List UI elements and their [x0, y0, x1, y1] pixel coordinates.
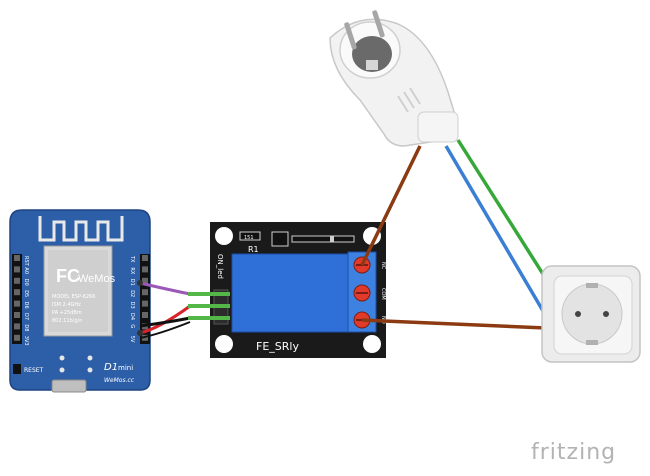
led-label: ON_led	[216, 254, 224, 279]
right-pin-label-pad	[142, 277, 148, 284]
left-pin-label-pad	[14, 334, 20, 341]
wire-black-gnd-2	[139, 321, 191, 339]
right-pin-label-pad	[142, 255, 148, 261]
left-pin-label-a0: A0	[23, 267, 29, 274]
left-pin-label-pad	[14, 266, 20, 273]
terminal-label-com: COM	[380, 288, 386, 300]
reset-label: RESET	[24, 367, 44, 374]
right-pin-label-pad	[142, 266, 148, 273]
left-pin-label-3v3: 3V3	[23, 336, 29, 346]
left-pin-label-d6: D6	[23, 302, 29, 309]
left-pin-label-d7: D7	[23, 313, 29, 320]
left-pin-header	[12, 254, 22, 344]
board-model-mini: mini	[118, 364, 133, 372]
chip-logo: FC	[56, 266, 80, 286]
mount-hole-br	[363, 335, 381, 353]
right-pin-label-pad	[142, 289, 148, 296]
relay-body	[231, 253, 351, 333]
left-pin-label-pad	[14, 323, 20, 330]
usb-connector	[51, 379, 87, 393]
mount-hole-bl	[215, 335, 233, 353]
relay-module[interactable]: 151 R1 ON_led	[210, 222, 386, 358]
terminal-label-nc: NC	[380, 262, 386, 270]
wire-brown-plug-nc	[360, 145, 422, 266]
left-pin-label-d5: D5	[23, 290, 29, 297]
resistor-r1: 151	[239, 231, 261, 241]
left-pin-label-pad	[14, 289, 20, 296]
board-site: WeMos.cc	[104, 377, 135, 384]
wifi-antenna-icon	[38, 216, 124, 242]
r1-label: R1	[248, 245, 259, 254]
left-pin-label-d0: D0	[23, 279, 29, 286]
wire-blue-plug-socket	[444, 145, 548, 317]
right-pin-label-rx: RX	[129, 267, 135, 274]
left-pin-label-pad	[14, 277, 20, 284]
wemos-d1-mini-board[interactable]: FC WeMos MODEL ESP-8266 ISM 2.4GHz PA +2…	[9, 209, 151, 393]
fritzing-logo: fritzing	[531, 440, 616, 465]
schuko-plug-icon[interactable]	[329, 10, 459, 147]
esp8266-module: FC WeMos MODEL ESP-8266 ISM 2.4GHz PA +2…	[43, 245, 116, 337]
wire-brown-no-socket	[361, 318, 547, 330]
right-pin-label-g: G	[129, 324, 135, 328]
chip-brand: WeMos	[78, 273, 116, 285]
mains-wires	[360, 139, 550, 330]
right-pin-label-d3: D3	[129, 302, 135, 309]
chip-text-2: ISM 2.4GHz	[52, 302, 81, 308]
wall-socket-icon[interactable]	[541, 265, 641, 363]
reset-button[interactable]	[13, 364, 21, 374]
relay-name: FE_SRly	[256, 340, 299, 353]
board-model-d1: D1	[104, 362, 118, 373]
chip-text-3: PA +25dBm	[52, 310, 82, 316]
right-pin-label-pad	[142, 312, 148, 318]
right-pin-label-d4: D4	[129, 313, 135, 320]
right-pin-label-tx: TX	[129, 255, 135, 263]
left-pin-label-rst: RST	[23, 256, 29, 267]
wire-purple-d1	[139, 281, 191, 296]
wire-green-plug-socket	[456, 139, 550, 283]
r1-code: 151	[244, 235, 254, 241]
signal-wires	[137, 280, 230, 339]
right-pin-label-5v: 5V	[129, 336, 135, 343]
right-pin-label-pad	[142, 300, 148, 307]
wire-black-gnd	[139, 316, 191, 328]
left-pin-label-d8: D8	[23, 324, 29, 331]
left-pin-label-pad	[14, 300, 20, 307]
left-pin-label-pad	[14, 255, 20, 261]
diode	[291, 235, 355, 243]
right-pin-label-d1: D1	[129, 279, 135, 286]
chip-text-4: 802.11b/g/n	[52, 318, 82, 324]
mount-hole-tl	[215, 227, 233, 245]
chip-text-1: MODEL ESP-8266	[52, 294, 95, 300]
left-pin-label-pad	[14, 312, 20, 318]
terminal-screw-com[interactable]	[353, 284, 371, 302]
right-pin-label-d2: D2	[129, 290, 135, 297]
right-pin-header	[140, 254, 150, 344]
